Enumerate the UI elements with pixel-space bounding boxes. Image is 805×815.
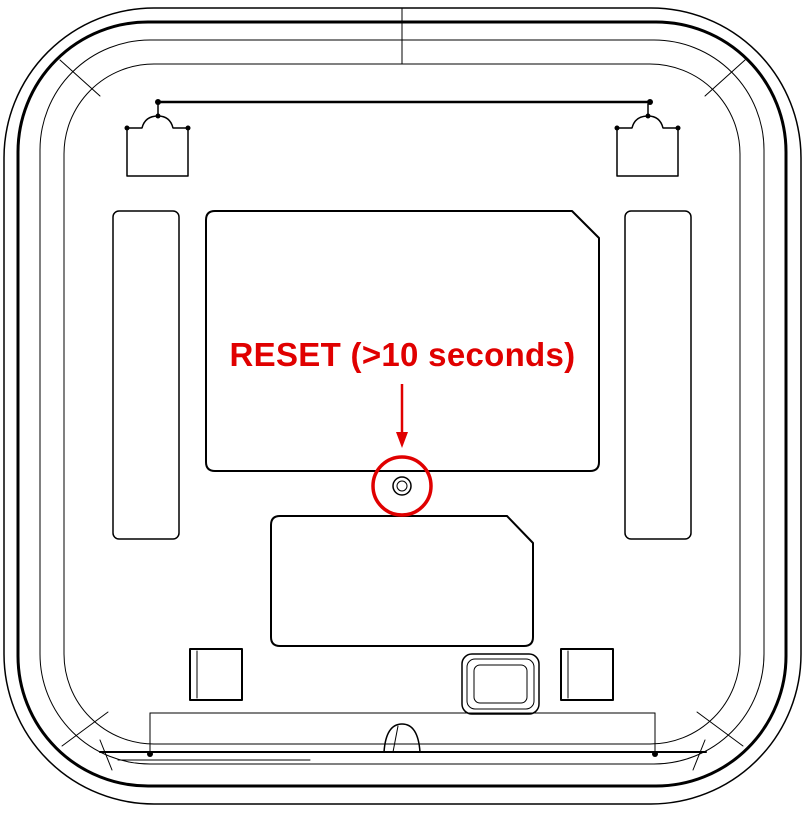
reset-highlight-circle	[371, 455, 433, 517]
keyhole-right-dot-b	[675, 125, 681, 131]
bottom-lip-left	[99, 739, 113, 771]
callout-arrow-head	[396, 432, 408, 448]
keyhole-left-dot-c	[155, 113, 161, 119]
reset-callout-label: RESET (>10 seconds)	[229, 336, 576, 373]
keyhole-left-dot-b	[185, 125, 191, 131]
wire-end-left	[155, 99, 161, 105]
port-cover-mid	[466, 658, 535, 710]
keyhole-left-dot-a	[124, 125, 130, 131]
mount-keyhole-right	[616, 103, 679, 177]
port-cover-outer	[461, 653, 540, 715]
reset-pinhole-outer[interactable]	[392, 476, 412, 496]
corner-seam-br	[696, 711, 744, 747]
keyhole-right-dot-a	[614, 125, 620, 131]
corner-seam-tl	[59, 59, 101, 97]
reset-pinhole-inner	[396, 480, 408, 492]
rubber-foot-left	[189, 648, 243, 701]
label-panel-main	[205, 210, 600, 472]
mount-keyhole-left	[126, 103, 189, 177]
keyhole-right-dot-c	[645, 113, 651, 119]
port-cover-inner	[473, 664, 528, 704]
label-panel-secondary	[270, 515, 534, 647]
cable-notch	[383, 723, 421, 753]
corner-seam-tr	[704, 59, 746, 97]
base-dot-right	[652, 751, 658, 757]
corner-seam-bl	[61, 711, 109, 747]
side-slot-right	[624, 210, 692, 540]
rubber-foot-right	[560, 648, 614, 701]
base-dot-left	[147, 751, 153, 757]
bottom-lip-right	[692, 739, 706, 771]
side-slot-left	[112, 210, 180, 540]
cable-notch-inner	[392, 725, 399, 753]
